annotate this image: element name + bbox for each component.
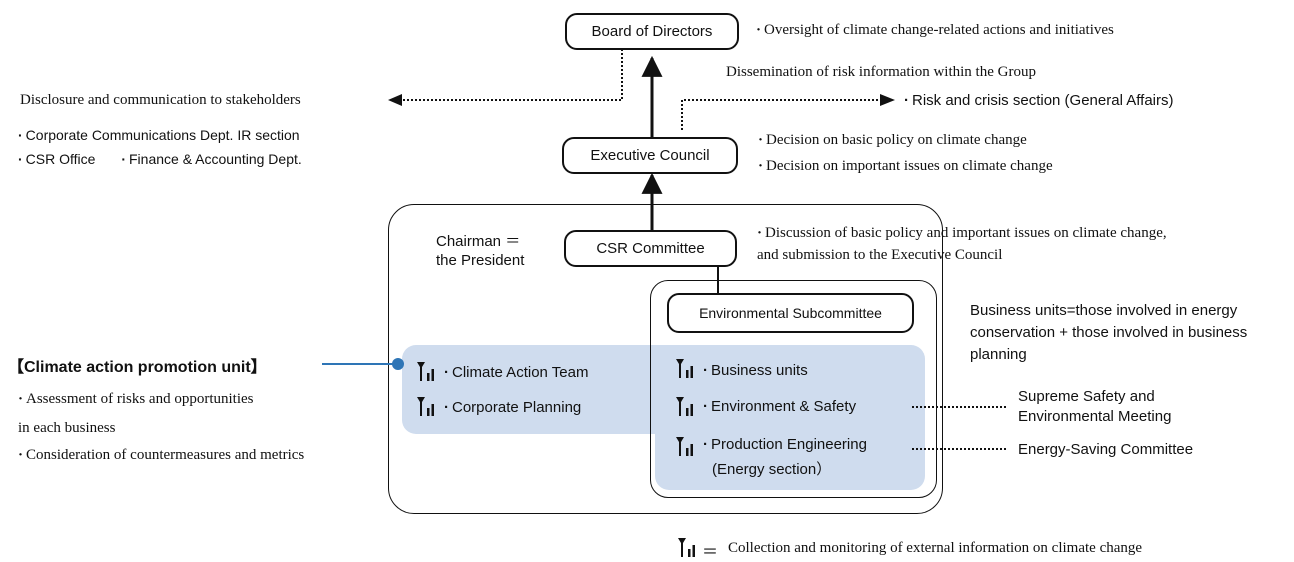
promotion-unit-item-2: Consideration of countermeasures and met… [18,447,304,464]
member-business-units: Business units [703,362,808,379]
business-units-note-2: conservation + those involved in busines… [970,324,1248,341]
supreme-safety-meeting-2: Environmental Meeting [1018,408,1172,425]
disclosure-dotted-line [400,49,623,101]
promotion-unit-item-1a: Assessment of risks and opportunities [18,391,253,408]
csr-committee-region [388,204,943,514]
member-production-engineering-sub: (Energy section） [712,461,832,478]
business-units-note-1: Business units=those involved in energy [970,302,1238,319]
executive-council-box: Executive Council [562,137,738,174]
dissemination-arrowhead [880,94,895,106]
antenna-icon [417,397,434,416]
supreme-safety-meeting-1: Supreme Safety and [1018,388,1155,405]
exec-note-1: Decision on basic policy on climate chan… [758,132,1027,149]
antenna-icon [676,359,693,378]
promotion-unit-item-1b: in each business [18,420,116,436]
csr-note-1: Discussion of basic policy and important… [757,225,1167,242]
risk-section-note: Risk and crisis section (General Affairs… [904,92,1173,109]
chairman-label-1: Chairman ＝ [436,233,521,250]
dissemination-note: Dissemination of risk information within… [726,64,1036,80]
promotion-unit-highlight-left [402,345,667,434]
board-note: Oversight of climate change-related acti… [756,22,1114,39]
member-production-engineering: Production Engineering [703,436,867,453]
csr-committee-box: CSR Committee [564,230,737,267]
legend-text: Collection and monitoring of external in… [728,540,1143,556]
member-environment-safety: Environment & Safety [703,398,856,415]
chairman-label-2: the President [436,252,525,269]
exec-note-2: Decision on important issues on climate … [758,158,1053,175]
csr-office-finance-note: CSR Office Finance & Accounting Dept. [18,151,302,167]
csr-note-2: and submission to the Executive Council [757,247,1003,263]
disclosure-note: Disclosure and communication to stakehol… [20,92,301,108]
dissemination-dotted-line [681,99,880,130]
board-of-directors-box: Board of Directors [565,13,739,50]
business-units-note-3: planning [970,346,1027,363]
promotion-unit-node [392,358,404,370]
corp-comm-note: Corporate Communications Dept. IR sectio… [18,127,300,143]
antenna-icon [676,397,693,416]
antenna-icon [676,437,693,456]
energy-saving-committee: Energy-Saving Committee [1018,441,1194,458]
disclosure-arrowhead [388,94,402,106]
environmental-subcommittee-box: Environmental Subcommittee [667,293,914,333]
legend-equals: ＝ [702,544,719,561]
antenna-icon [678,538,695,557]
member-climate-action-team: Climate Action Team [444,364,588,381]
promotion-unit-title: 【Climate action promotion unit】 [8,359,267,376]
member-corporate-planning: Corporate Planning [444,399,581,416]
environmental-subcommittee-region [650,280,937,498]
antenna-icon [417,362,434,381]
